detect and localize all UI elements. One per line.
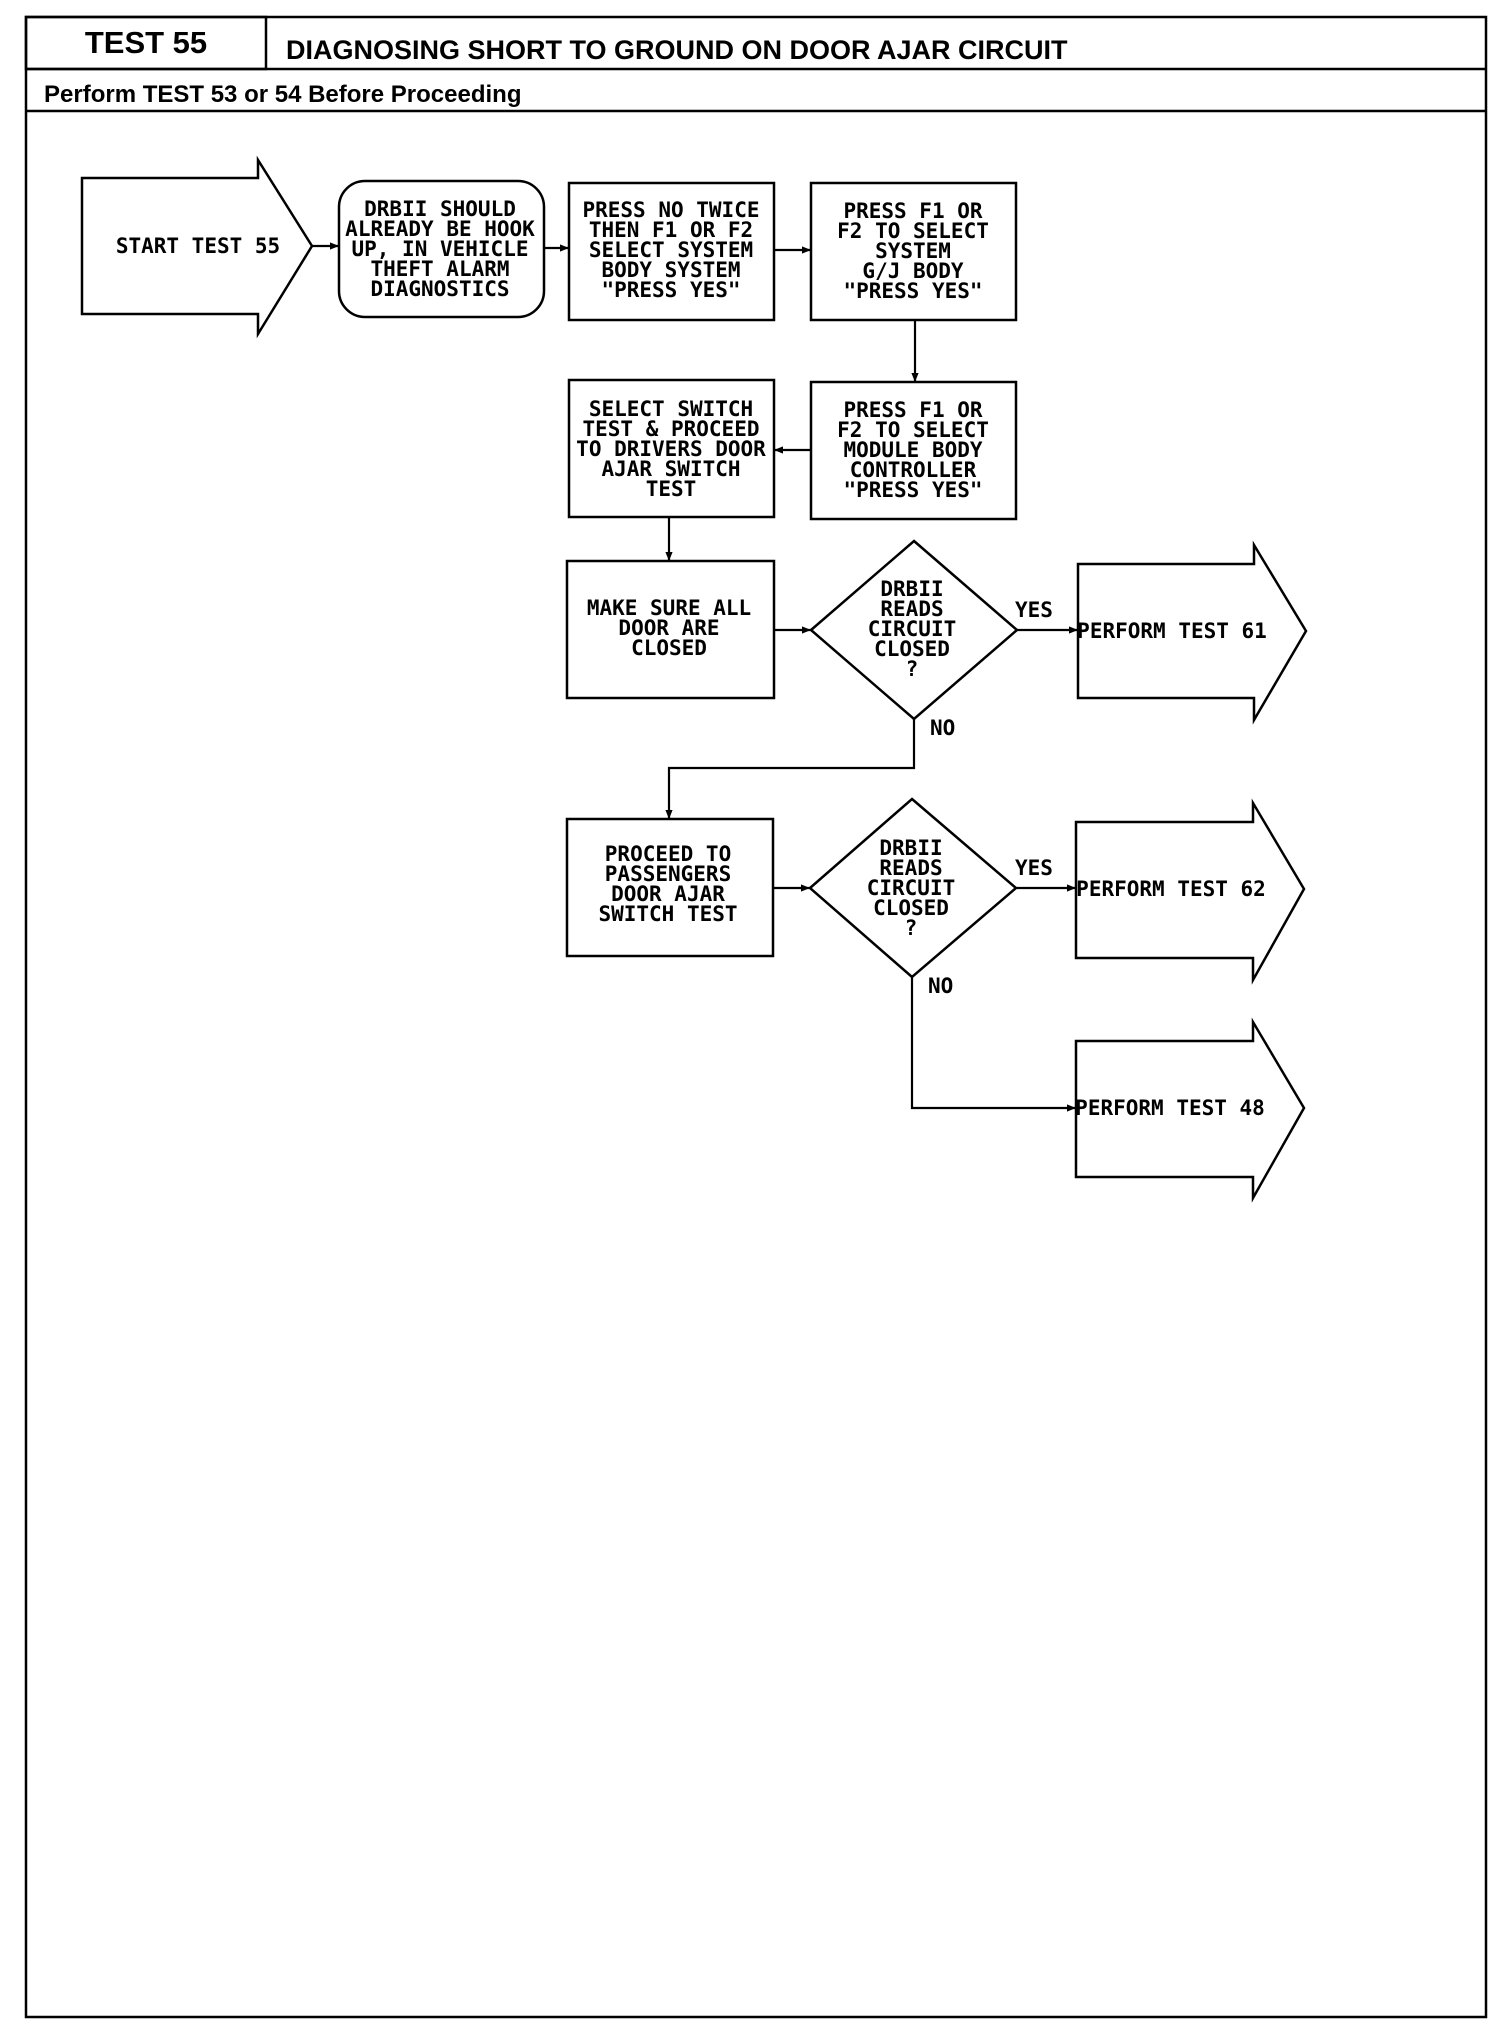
label-line: "PRESS YES" bbox=[601, 278, 740, 302]
decision-1-yes-label: YES bbox=[1015, 598, 1053, 622]
label-line: ? bbox=[906, 657, 919, 681]
label-line: TEST bbox=[646, 477, 697, 501]
label-line: TEST & PROCEED bbox=[582, 417, 759, 441]
label-line: PRESS F1 OR bbox=[843, 199, 982, 223]
label-line: F2 TO SELECT bbox=[837, 418, 989, 442]
label-line: DRBII SHOULD bbox=[364, 197, 516, 221]
result-test-61-arrow bbox=[1076, 540, 1308, 725]
label-line: DIAGNOSTICS bbox=[370, 277, 509, 301]
label-line: PASSENGERS bbox=[605, 862, 731, 886]
label-line: SELECT SYSTEM bbox=[589, 238, 753, 262]
label-line: CONTROLLER bbox=[850, 458, 977, 482]
step-press-no-box bbox=[567, 181, 776, 322]
step-select-module-box bbox=[809, 380, 1018, 521]
label-line: DRBII bbox=[879, 836, 942, 860]
label-line: F2 TO SELECT bbox=[837, 219, 989, 243]
label-line: "PRESS YES" bbox=[843, 478, 982, 502]
label-line: PERFORM TEST 48 bbox=[1075, 1096, 1265, 1120]
connector-decision-2-no bbox=[910, 977, 1076, 1112]
label-line: DRBII bbox=[880, 577, 943, 601]
label-line: CIRCUIT bbox=[867, 876, 956, 900]
label-line: MAKE SURE ALL bbox=[587, 596, 751, 620]
label-line: CLOSED bbox=[873, 896, 949, 920]
result-test-62-label: PERFORM TEST 62 bbox=[1076, 877, 1266, 901]
label-line: ALREADY BE HOOK bbox=[345, 217, 535, 241]
label-line: ? bbox=[905, 916, 918, 940]
result-test-48-arrow bbox=[1074, 1017, 1306, 1203]
result-test-61-label: PERFORM TEST 61 bbox=[1077, 619, 1267, 643]
step-switch-test-box bbox=[567, 378, 776, 519]
label-line: AJAR SWITCH bbox=[601, 457, 740, 481]
start-label: START TEST 55 bbox=[116, 234, 280, 258]
label-line: READS bbox=[879, 856, 942, 880]
label-line: CIRCUIT bbox=[868, 617, 957, 641]
step-doors-closed-box bbox=[565, 559, 776, 700]
label-line: SWITCH TEST bbox=[598, 902, 737, 926]
label-line: PERFORM TEST 61 bbox=[1077, 619, 1267, 643]
decision-2-yes-label: YES bbox=[1015, 856, 1053, 880]
label-line: READS bbox=[880, 597, 943, 621]
step-select-system-box bbox=[809, 181, 1018, 322]
result-test-62-arrow bbox=[1074, 798, 1306, 985]
test-label: TEST 55 bbox=[85, 25, 207, 60]
label-line: PRESS F1 OR bbox=[843, 398, 982, 422]
label-line: THEFT ALARM bbox=[370, 257, 509, 281]
label-line: CLOSED bbox=[631, 636, 707, 660]
decision-1-no-label: NO bbox=[930, 716, 955, 740]
decision-2-no-label: NO bbox=[928, 974, 953, 998]
page-border bbox=[24, 15, 1488, 2019]
connector-decision-1-no bbox=[665, 719, 916, 819]
label-line: THEN F1 OR F2 bbox=[589, 218, 753, 242]
label-line: UP, IN VEHICLE bbox=[351, 237, 528, 261]
label-line: SELECT SWITCH bbox=[589, 397, 753, 421]
label-line: START TEST 55 bbox=[116, 234, 280, 258]
label-line: DOOR AJAR bbox=[611, 882, 725, 906]
label-line: PROCEED TO bbox=[605, 842, 731, 866]
label-line: DOOR ARE bbox=[618, 616, 719, 640]
prerequisite-note: Perform TEST 53 or 54 Before Proceeding bbox=[44, 81, 521, 108]
start-arrow bbox=[80, 155, 314, 339]
label-line: MODULE BODY bbox=[843, 438, 982, 462]
label-line: SYSTEM bbox=[875, 239, 951, 263]
label-line: "PRESS YES" bbox=[843, 279, 982, 303]
label-line: G/J BODY bbox=[862, 259, 964, 283]
page-title: DIAGNOSING SHORT TO GROUND ON DOOR AJAR … bbox=[286, 35, 1068, 65]
label-line: TO DRIVERS DOOR bbox=[576, 437, 766, 461]
label-line: CLOSED bbox=[874, 637, 950, 661]
result-test-48-label: PERFORM TEST 48 bbox=[1075, 1096, 1265, 1120]
label-line: PERFORM TEST 62 bbox=[1076, 877, 1266, 901]
label-line: PRESS NO TWICE bbox=[582, 198, 759, 222]
label-line: BODY SYSTEM bbox=[601, 258, 740, 282]
